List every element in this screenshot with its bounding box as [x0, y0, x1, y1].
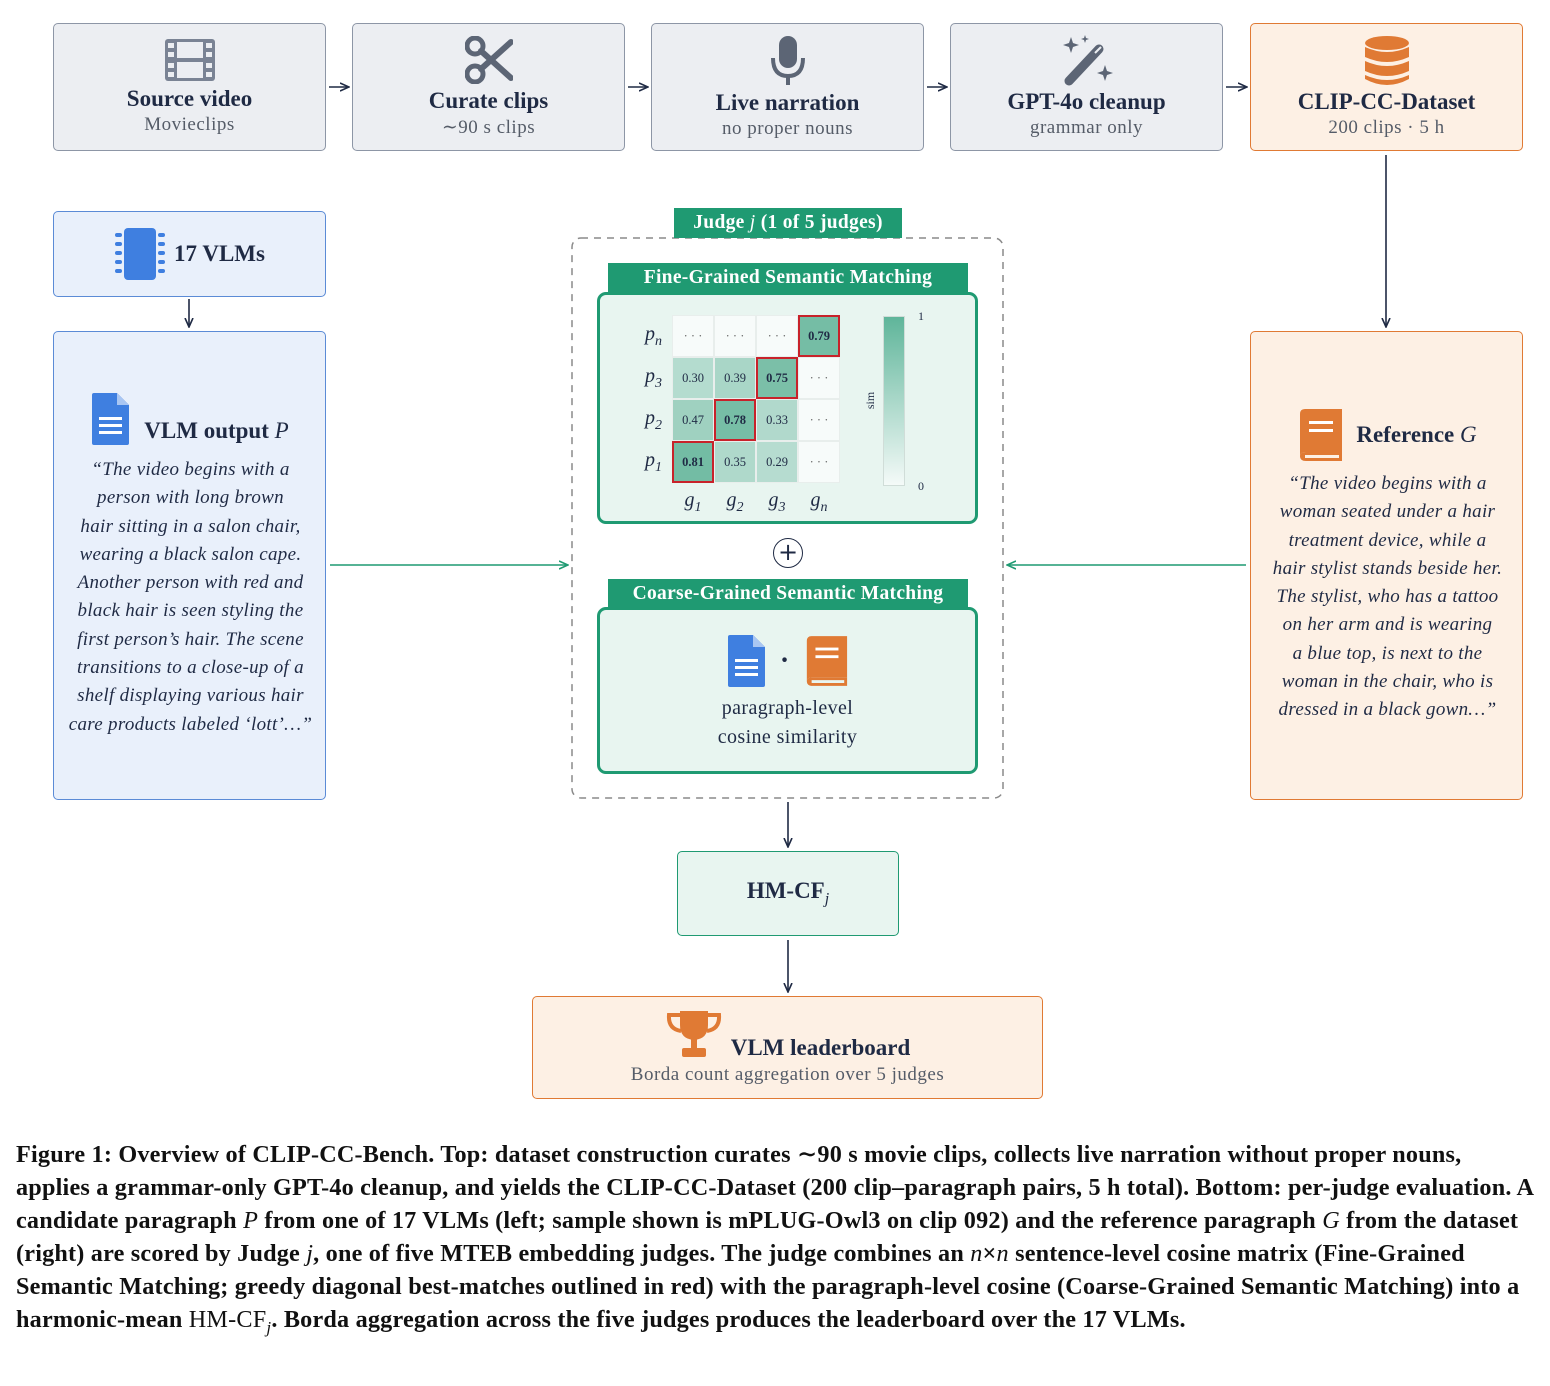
- colorbar-axis-label: sim: [863, 391, 878, 410]
- leaderboard-subtitle: Borda count aggregation over 5 judges: [630, 1064, 945, 1085]
- coarse-description: paragraph-level cosine similarity: [717, 697, 858, 748]
- vlm-pool-label: 17 VLMs: [174, 241, 265, 266]
- book-icon: [807, 636, 848, 686]
- coarse-grained-panel: · paragraph-level cosine similarity: [597, 607, 978, 774]
- matrix-cell: 0.39: [714, 357, 756, 399]
- pipeline-step-title: GPT-4o cleanup: [1007, 89, 1166, 114]
- vlm-output-box: VLM output P “The video begins with a pe…: [53, 331, 326, 800]
- combine-plus-icon: +: [773, 538, 803, 568]
- reference-box: Reference G “The video begins with a wom…: [1250, 331, 1523, 800]
- pipeline-step-title: CLIP-CC-Dataset: [1297, 89, 1476, 114]
- dot-product-symbol: ·: [779, 645, 790, 676]
- fine-grained-tab: Fine-Grained Semantic Matching: [608, 263, 968, 293]
- matrix-cell: · · ·: [798, 399, 840, 441]
- leaderboard-box: VLM leaderboard Borda count aggregation …: [532, 996, 1043, 1099]
- matrix-cell: 0.75: [756, 357, 798, 399]
- hm-cf-label: HM-CFj: [746, 878, 830, 908]
- document-icon: [92, 393, 130, 445]
- matrix-row-label: p2: [645, 407, 662, 433]
- vlm-output-quote: “The video begins with a person with lon…: [68, 459, 313, 735]
- pipeline-step-clip-cc-dataset: CLIP-CC-Dataset 200 clips · 5 h: [1250, 23, 1523, 151]
- matrix-cell: · · ·: [756, 315, 798, 357]
- document-icon: [727, 635, 765, 687]
- matrix-row-label: p3: [645, 365, 662, 391]
- matrix-cell: 0.33: [756, 399, 798, 441]
- pipeline-step-live-narration: Live narration no proper nouns: [651, 23, 924, 151]
- reference-title: Reference G: [1356, 422, 1477, 447]
- pipeline-step-subtitle: no proper nouns: [722, 118, 853, 139]
- pipeline-step-title: Curate clips: [428, 87, 549, 113]
- matrix-cell: · · ·: [672, 315, 714, 357]
- vlm-pool-box: 17 VLMs: [53, 211, 326, 297]
- matrix-row-label: p1: [645, 449, 662, 475]
- figure-caption: Figure 1: Overview of CLIP-CC-Bench. Top…: [16, 1141, 1533, 1337]
- matrix-cell: 0.78: [714, 399, 756, 441]
- matrix-column-label: g2: [726, 489, 744, 515]
- matrix-column-label: g1: [684, 489, 702, 515]
- leaderboard-title: VLM leaderboard: [730, 1035, 911, 1060]
- colorbar-max-label: 1: [918, 309, 924, 323]
- matrix-cell: 0.47: [672, 399, 714, 441]
- judge-label: Judge j (1 of 5 judges): [674, 208, 902, 238]
- pipeline-step-gpt4o-cleanup: GPT-4o cleanup grammar only: [950, 23, 1223, 151]
- matrix-cell: · · ·: [798, 357, 840, 399]
- pipeline-step-title: Source video: [126, 86, 253, 111]
- matrix-cell: 0.35: [714, 441, 756, 483]
- matrix-cell: 0.29: [756, 441, 798, 483]
- matrix-cell: · · ·: [798, 441, 840, 483]
- pipeline-step-curate-clips: Curate clips ∼90 s clips: [352, 23, 625, 151]
- matrix-row-label: pn: [645, 323, 662, 349]
- microphone-icon: [770, 36, 805, 85]
- pipeline-step-subtitle: 200 clips · 5 h: [1328, 117, 1445, 138]
- colorbar-min-label: 0: [918, 479, 924, 493]
- colorbar: [883, 316, 905, 486]
- book-icon: [1300, 409, 1343, 461]
- film-icon: [164, 39, 215, 81]
- pipeline-step-subtitle: Movieclips: [144, 114, 235, 135]
- pipeline-step-subtitle: grammar only: [1029, 117, 1144, 138]
- matrix-cell: 0.79: [798, 315, 840, 357]
- vlm-output-title: VLM output P: [144, 418, 289, 443]
- pipeline-step-subtitle: ∼90 s clips: [441, 116, 536, 138]
- reference-quote: “The video begins with a woman seated un…: [1272, 473, 1503, 721]
- magic-wand-icon: [1062, 35, 1113, 86]
- pipeline-step-title: Live narration: [715, 90, 860, 115]
- matrix-column-label: g3: [768, 489, 786, 515]
- database-icon: [1364, 36, 1409, 85]
- matrix-column-label: gn: [810, 489, 828, 515]
- matrix-cell: 0.30: [672, 357, 714, 399]
- matrix-cell: 0.81: [672, 441, 714, 483]
- chip-icon: [115, 228, 166, 280]
- scissors-icon: [464, 35, 513, 84]
- trophy-icon: [666, 1011, 721, 1057]
- matrix-cell: · · ·: [714, 315, 756, 357]
- coarse-grained-tab: Coarse-Grained Semantic Matching: [608, 579, 968, 609]
- pipeline-step-source-video: Source video Movieclips: [53, 23, 326, 151]
- hm-cf-box: HM-CFj: [677, 851, 899, 936]
